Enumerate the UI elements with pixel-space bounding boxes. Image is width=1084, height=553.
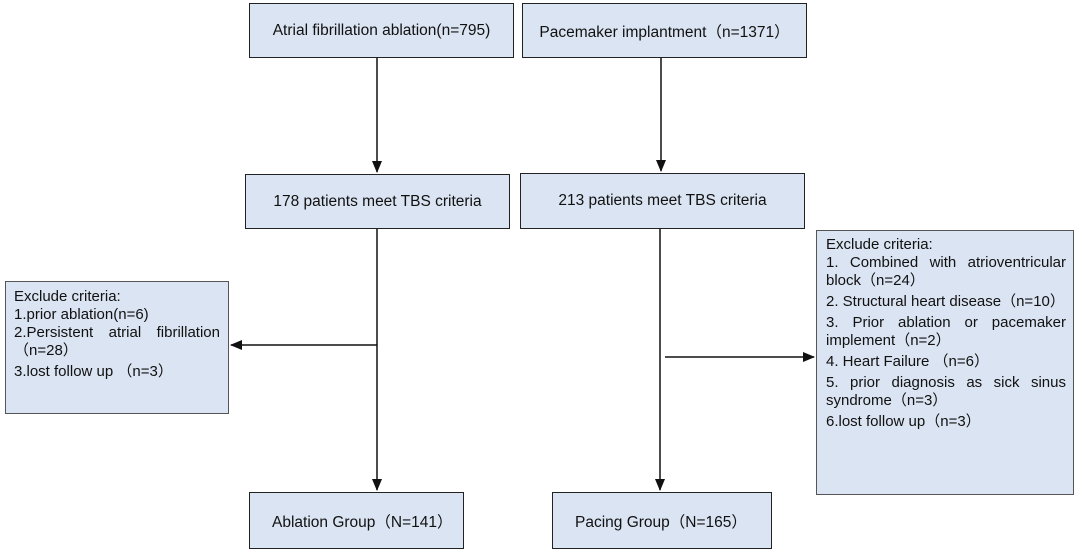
exclude-left-item-2: 2.Persistent atrial fibrillation（n=28） bbox=[14, 324, 220, 359]
box-tbs-right: 213 patients meet TBS criteria bbox=[520, 173, 805, 229]
exclude-right-item-6: 6.lost follow up（n=3） bbox=[826, 413, 981, 430]
box-tbs-left-label: 178 patients meet TBS criteria bbox=[273, 192, 482, 210]
exclude-left-item-1: 1.prior ablation(n=6) bbox=[14, 306, 149, 323]
box-af-ablation: Atrial fibrillation ablation(n=795) bbox=[249, 3, 514, 58]
exclude-right-title: Exclude criteria: bbox=[826, 236, 933, 253]
exclude-right-item-4: 4. Heart Failure （n=6） bbox=[826, 353, 989, 370]
exclude-right-item-5: 5. prior diagnosis as sick sinus syndrom… bbox=[826, 374, 1066, 409]
exclude-right-item-3: 3. Prior ablation or pacemaker implement… bbox=[826, 314, 1066, 349]
box-ablation-group: Ablation Group（N=141） bbox=[249, 492, 464, 549]
exclude-left-box: Exclude criteria: 1.prior ablation(n=6) … bbox=[5, 281, 229, 414]
box-pacing-group: Pacing Group（N=165） bbox=[552, 492, 772, 549]
exclude-left-item-3: 3.lost follow up （n=3） bbox=[14, 363, 173, 380]
box-pacing-group-label: Pacing Group（N=165） bbox=[575, 513, 747, 531]
box-pacemaker: Pacemaker implantment（n=1371） bbox=[522, 3, 807, 58]
exclude-left-title: Exclude criteria: bbox=[14, 288, 121, 305]
exclude-right-box: Exclude criteria: 1. Combined with atrio… bbox=[816, 230, 1074, 495]
exclude-right-item-2: 2. Structural heart disease（n=10） bbox=[826, 293, 1065, 310]
box-af-ablation-label: Atrial fibrillation ablation(n=795) bbox=[272, 21, 491, 39]
box-tbs-left: 178 patients meet TBS criteria bbox=[245, 174, 510, 229]
exclude-right-item-1: 1. Combined with atrioventricular block（… bbox=[826, 254, 1066, 289]
box-tbs-right-label: 213 patients meet TBS criteria bbox=[558, 192, 767, 209]
box-ablation-group-label: Ablation Group（N=141） bbox=[272, 513, 453, 531]
box-pacemaker-label: Pacemaker implantment（n=1371） bbox=[539, 23, 790, 41]
